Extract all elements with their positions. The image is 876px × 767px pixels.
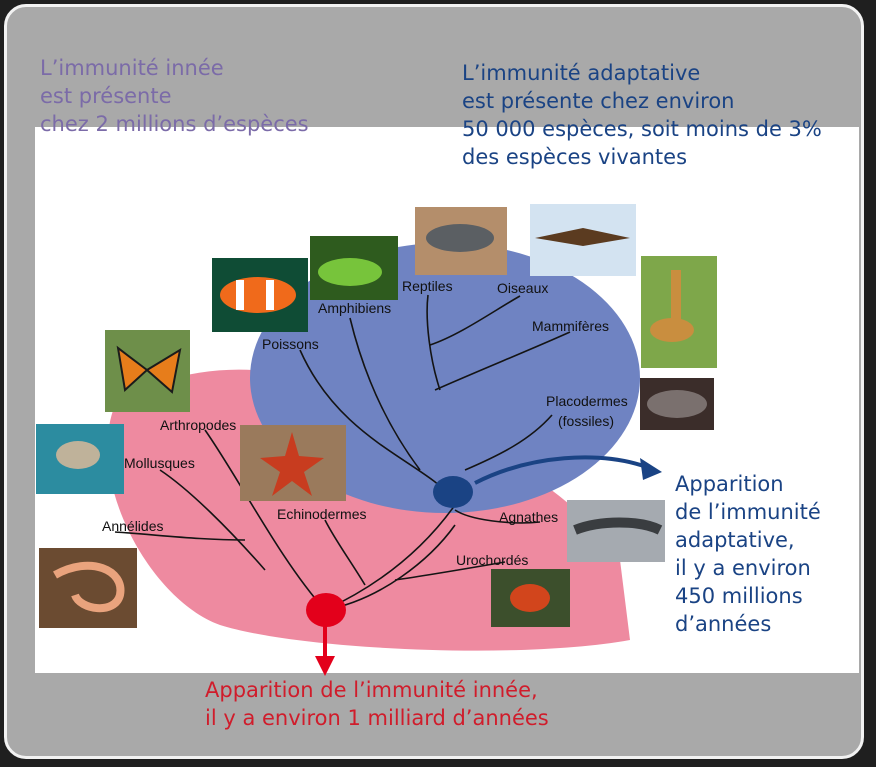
branch-amphibiens <box>349 317 421 471</box>
adaptive-arrow <box>474 455 651 485</box>
innate-emergence-caption: Apparition de l’immunité innée, il y a e… <box>205 678 549 730</box>
eagle-image <box>530 204 636 276</box>
lamprey-image <box>567 500 665 562</box>
branch-reptiles <box>426 294 441 391</box>
branch-mammiferes <box>434 331 571 391</box>
tree-branches <box>114 294 571 611</box>
frog-image <box>310 236 398 300</box>
branch-mollusques <box>159 469 266 571</box>
adaptive-immunity-statement: L’immunité adaptative est présente chez … <box>462 61 822 169</box>
octopus-image <box>36 424 124 494</box>
branch-urochordes <box>394 561 506 581</box>
label-poissons: Poissons <box>262 336 319 352</box>
label-placodermes: Placodermes <box>546 393 628 409</box>
butterfly-image <box>105 330 190 412</box>
label-mollusques: Mollusques <box>124 455 195 471</box>
giraffe-image <box>641 256 717 368</box>
branch-echinodermes <box>324 519 366 586</box>
label-echinodermes: Echinodermes <box>277 506 367 522</box>
label-amphibiens: Amphibiens <box>318 300 391 316</box>
label-arthropodes: Arthropodes <box>160 417 236 433</box>
clownfish-image <box>212 258 308 332</box>
worm-image <box>39 548 137 628</box>
label-mammiferes: Mammifères <box>532 318 609 334</box>
innate-arrowhead <box>315 656 335 676</box>
tunicate-image <box>491 569 570 627</box>
turtle-image <box>415 207 507 275</box>
innate-immunity-statement: L’immunité innée est présente chez 2 mil… <box>40 56 309 136</box>
label-reptiles: Reptiles <box>402 278 453 294</box>
branch-agnathes <box>454 509 541 524</box>
adaptive-arrowhead <box>640 458 662 480</box>
label-agnathes: Agnathes <box>499 509 558 525</box>
adaptive-emergence-caption: Apparition de l’immunité adaptative, il … <box>675 472 821 636</box>
label-annelides: Annélides <box>102 518 164 534</box>
branch-annelides <box>114 531 246 541</box>
branch-oiseaux <box>429 295 521 346</box>
label-urochordes: Urochordés <box>456 552 528 568</box>
branch-arthropodes <box>204 429 326 611</box>
adaptive-region <box>250 243 640 513</box>
placoderm-image <box>640 378 714 430</box>
branch-placodermes <box>464 414 553 471</box>
adaptive-origin-node <box>433 476 473 508</box>
branch-trunk <box>324 504 456 611</box>
innate-origin-node <box>306 593 346 627</box>
label-oiseaux: Oiseaux <box>497 280 548 296</box>
starfish-image <box>240 425 346 501</box>
label-fossiles: (fossiles) <box>558 413 614 429</box>
